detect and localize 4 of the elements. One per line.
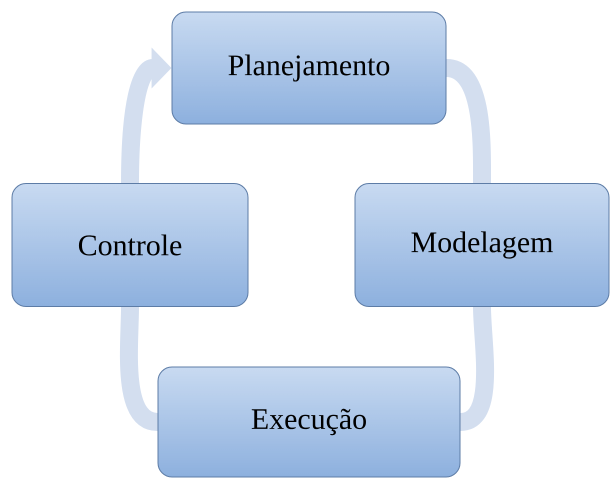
process-box: Modelagem bbox=[354, 182, 610, 307]
process-box: Execução bbox=[158, 366, 460, 478]
process-box: Controle bbox=[12, 182, 248, 307]
process-box: Planejamento bbox=[172, 12, 446, 124]
